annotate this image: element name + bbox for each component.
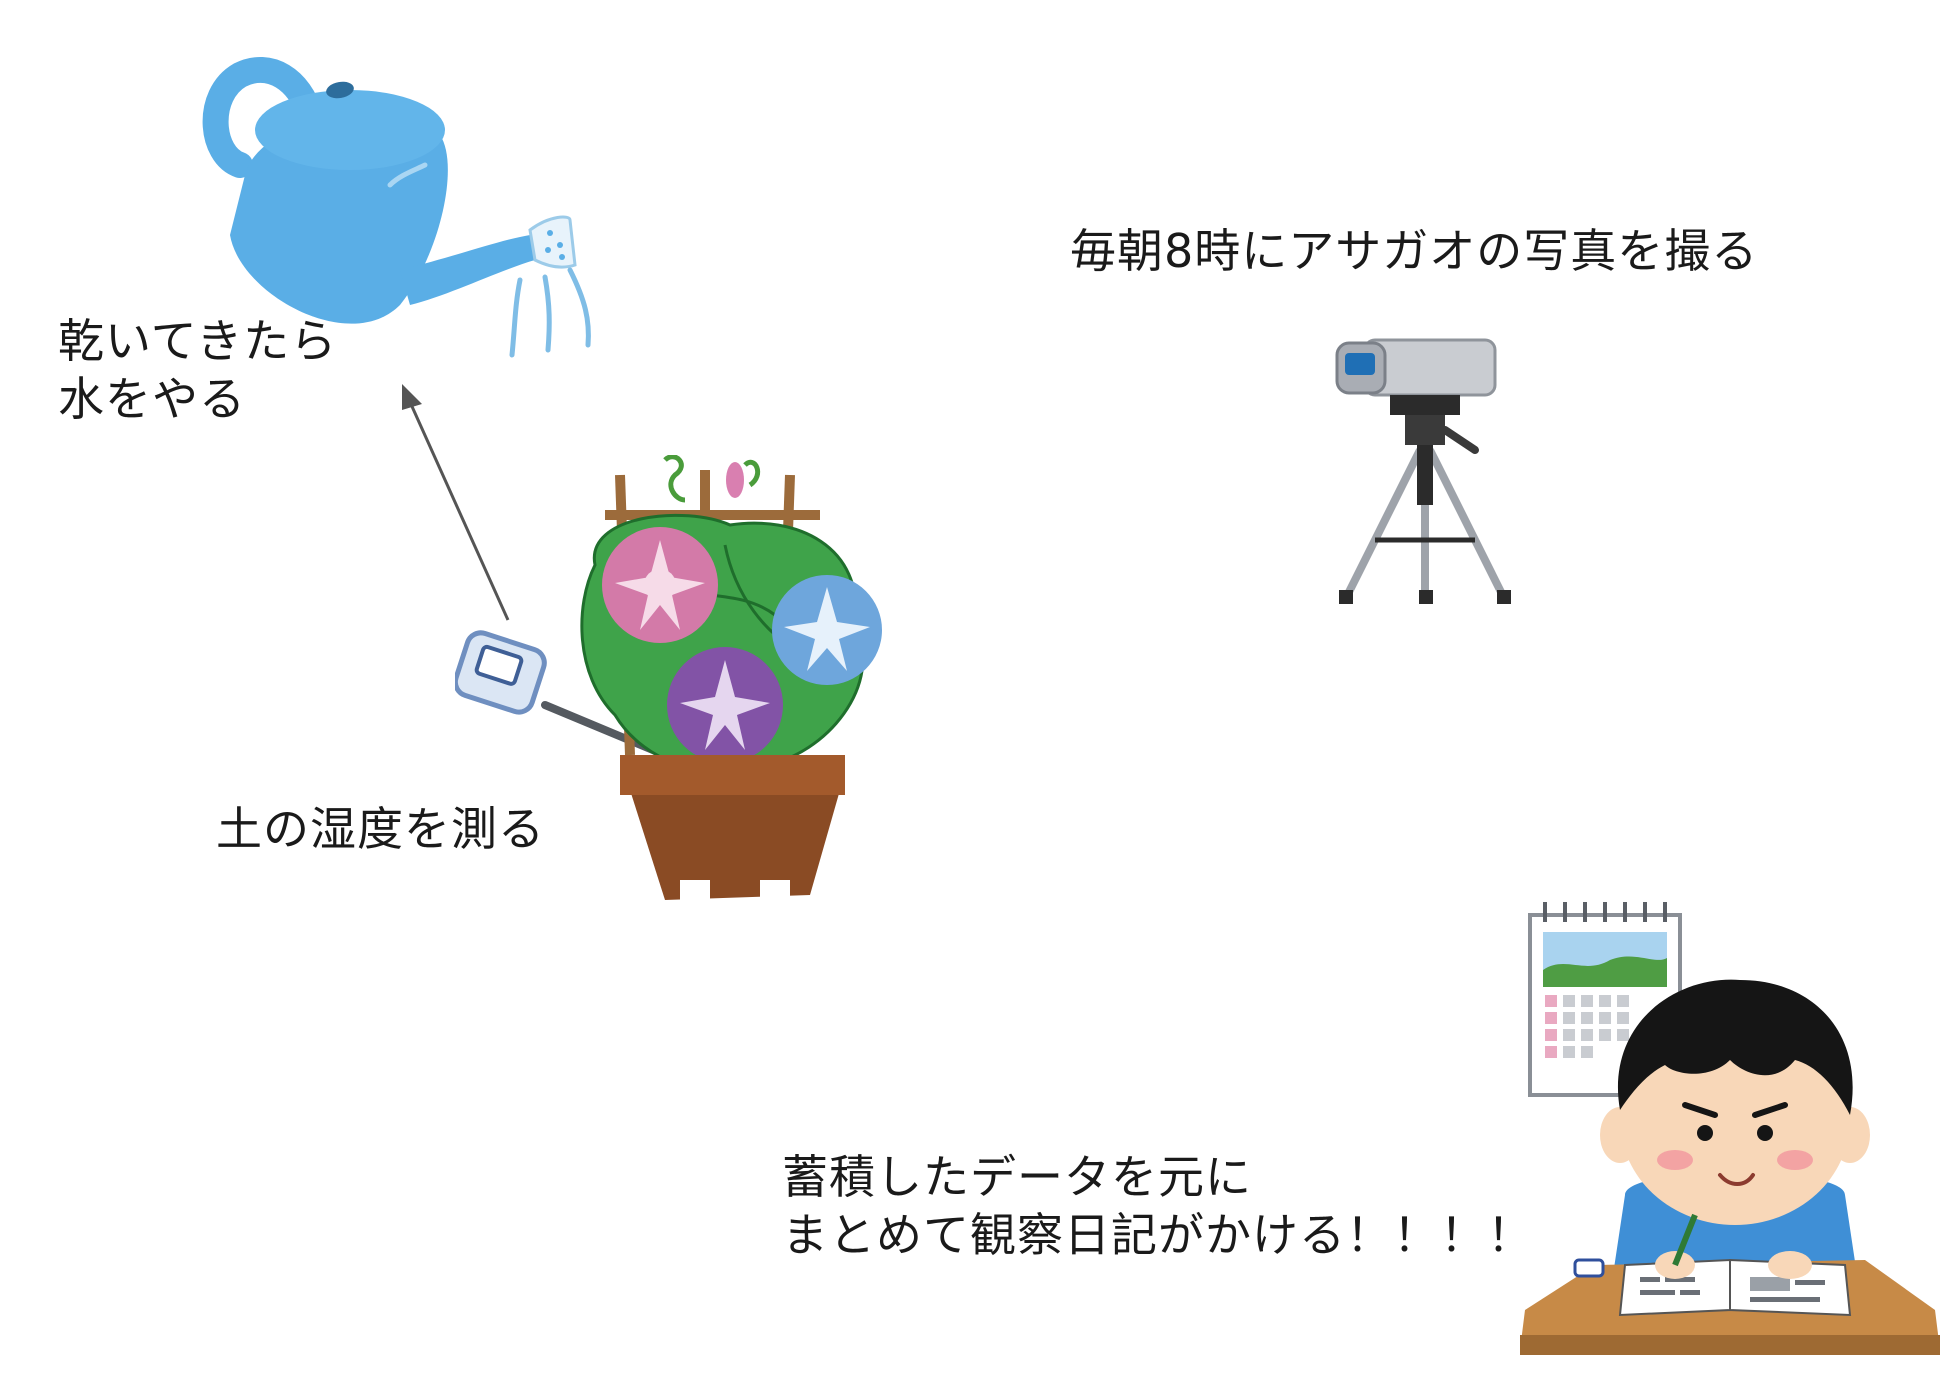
morning-glory-pot-icon xyxy=(580,455,882,900)
camera-label: 毎朝8時にアサガオの写真を撮る xyxy=(1070,224,1759,278)
watering-can-icon xyxy=(202,57,591,358)
diary-label: 蓄積したデータを元に まとめて観察日記がかける！！！！ xyxy=(782,1148,1534,1264)
watering-label-line2: 水をやる xyxy=(58,372,246,426)
boy-studying-icon xyxy=(1520,979,1940,1355)
watering-label-line1: 乾いてきたら xyxy=(58,314,338,368)
diary-label-line1: 蓄積したデータを元に xyxy=(782,1150,1252,1204)
calendar-icon xyxy=(1528,902,1682,1097)
diary-label-line2: まとめて観察日記がかける！！！！ xyxy=(782,1208,1534,1262)
watering-label: 乾いてきたら 水をやる xyxy=(58,312,337,428)
arrow-connector xyxy=(402,384,510,621)
soil-moisture-sensor-icon xyxy=(455,630,669,759)
video-camera-tripod-icon xyxy=(1335,338,1511,604)
soil-label: 土の湿度を測る xyxy=(216,802,545,856)
